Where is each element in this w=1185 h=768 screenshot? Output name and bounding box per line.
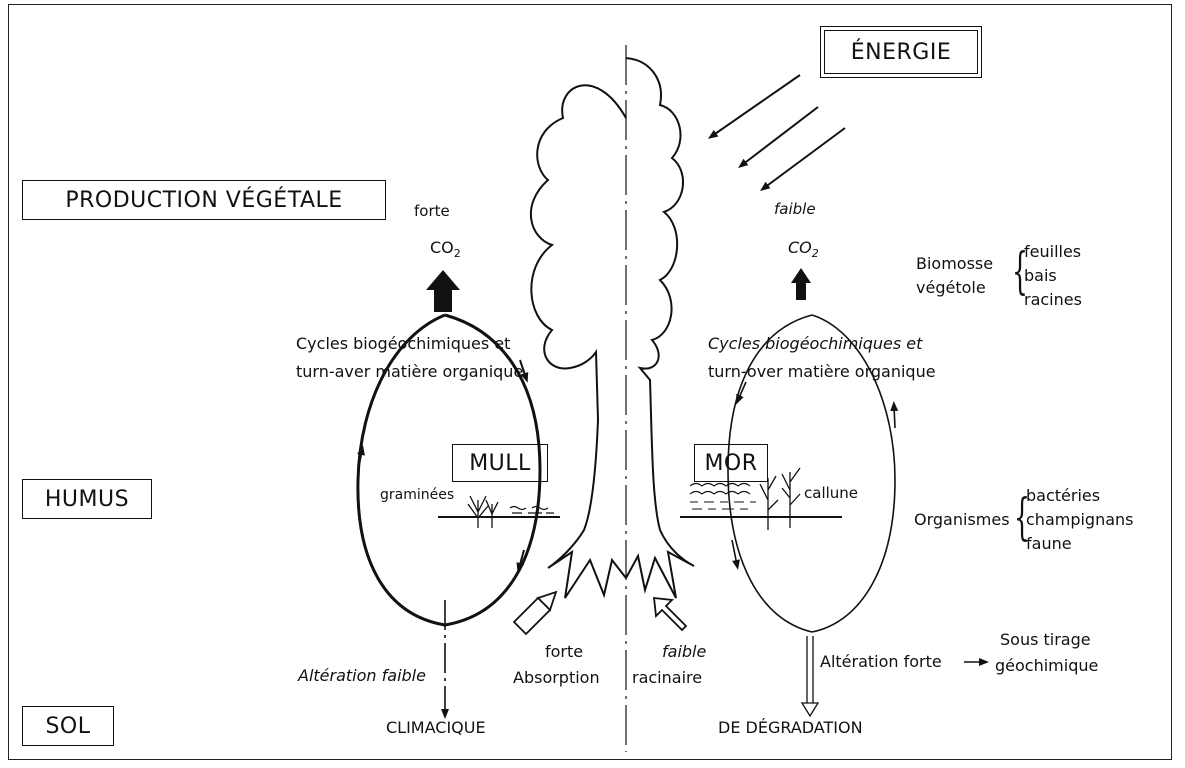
level-production-label: PRODUCTION VÉGÉTALE xyxy=(65,188,342,213)
mull-label: MULL xyxy=(469,451,531,476)
level-production-box: PRODUCTION VÉGÉTALE xyxy=(22,180,386,220)
racinaire-label: racinaire xyxy=(632,670,702,686)
left-cycles-line2: turn-aver matière organique xyxy=(296,364,523,380)
alteration-arrow-right xyxy=(802,636,818,716)
biomass-item-leaves: feuilles xyxy=(1024,244,1081,260)
left-alteration: Altération faible xyxy=(298,668,426,684)
organisms-title: Organismes xyxy=(914,512,1010,528)
level-sol-label: SOL xyxy=(45,714,90,739)
right-cycles-line2: turn-over matière organique xyxy=(708,364,936,380)
right-cycles-line1: Cycles biogéochimiques et xyxy=(708,336,922,352)
mor-label: MOR xyxy=(704,451,757,476)
organisms-item-bacteria: bactéries xyxy=(1026,488,1100,504)
level-sol-box: SOL xyxy=(22,706,114,746)
co2-arrow-right xyxy=(791,268,811,300)
absorption-arrow-left-body xyxy=(514,598,550,634)
right-absorption-intensity: faible xyxy=(662,644,706,660)
energy-arrows xyxy=(712,75,845,188)
right-intensity: faible xyxy=(774,202,816,217)
energy-box: ÉNERGIE xyxy=(824,30,978,74)
energy-label: ÉNERGIE xyxy=(851,40,951,65)
biomass-item-roots: racines xyxy=(1024,292,1082,308)
mor-litter xyxy=(690,484,756,510)
mor-box: MOR xyxy=(694,444,768,482)
left-co2: CO2 xyxy=(430,240,461,259)
absorption-arrow-right xyxy=(654,598,686,630)
organisms-item-fungi: champignans xyxy=(1026,512,1134,528)
mull-litter xyxy=(510,507,554,514)
grass-drawing xyxy=(468,496,498,528)
sous-tirage-line2: géochimique xyxy=(995,658,1098,674)
sous-tirage-line1: Sous tirage xyxy=(1000,632,1091,648)
organisms-item-fauna: faune xyxy=(1026,536,1072,552)
right-end-label: DE DÉGRADATION xyxy=(718,720,863,736)
left-absorption-intensity: forte xyxy=(545,644,583,660)
left-cycles-line1: Cycles biogéochimiques et xyxy=(296,336,510,352)
absorption-label: Absorption xyxy=(513,670,600,686)
mull-box: MULL xyxy=(452,444,548,482)
level-humus-box: HUMUS xyxy=(22,479,152,519)
right-co2: CO2 xyxy=(788,240,819,259)
right-alteration: Altération forte xyxy=(820,654,942,670)
biomass-item-wood: bais xyxy=(1024,268,1057,284)
biomass-title-line2: végétole xyxy=(916,280,986,296)
left-plant-label: graminées xyxy=(380,488,454,502)
co2-arrow-left xyxy=(426,270,460,312)
right-plant-label: callune xyxy=(804,486,858,501)
left-end-label: CLIMACIQUE xyxy=(386,720,486,736)
left-intensity: forte xyxy=(414,204,450,219)
level-humus-label: HUMUS xyxy=(45,487,129,512)
biomass-title-line1: Biomosse xyxy=(916,256,993,272)
